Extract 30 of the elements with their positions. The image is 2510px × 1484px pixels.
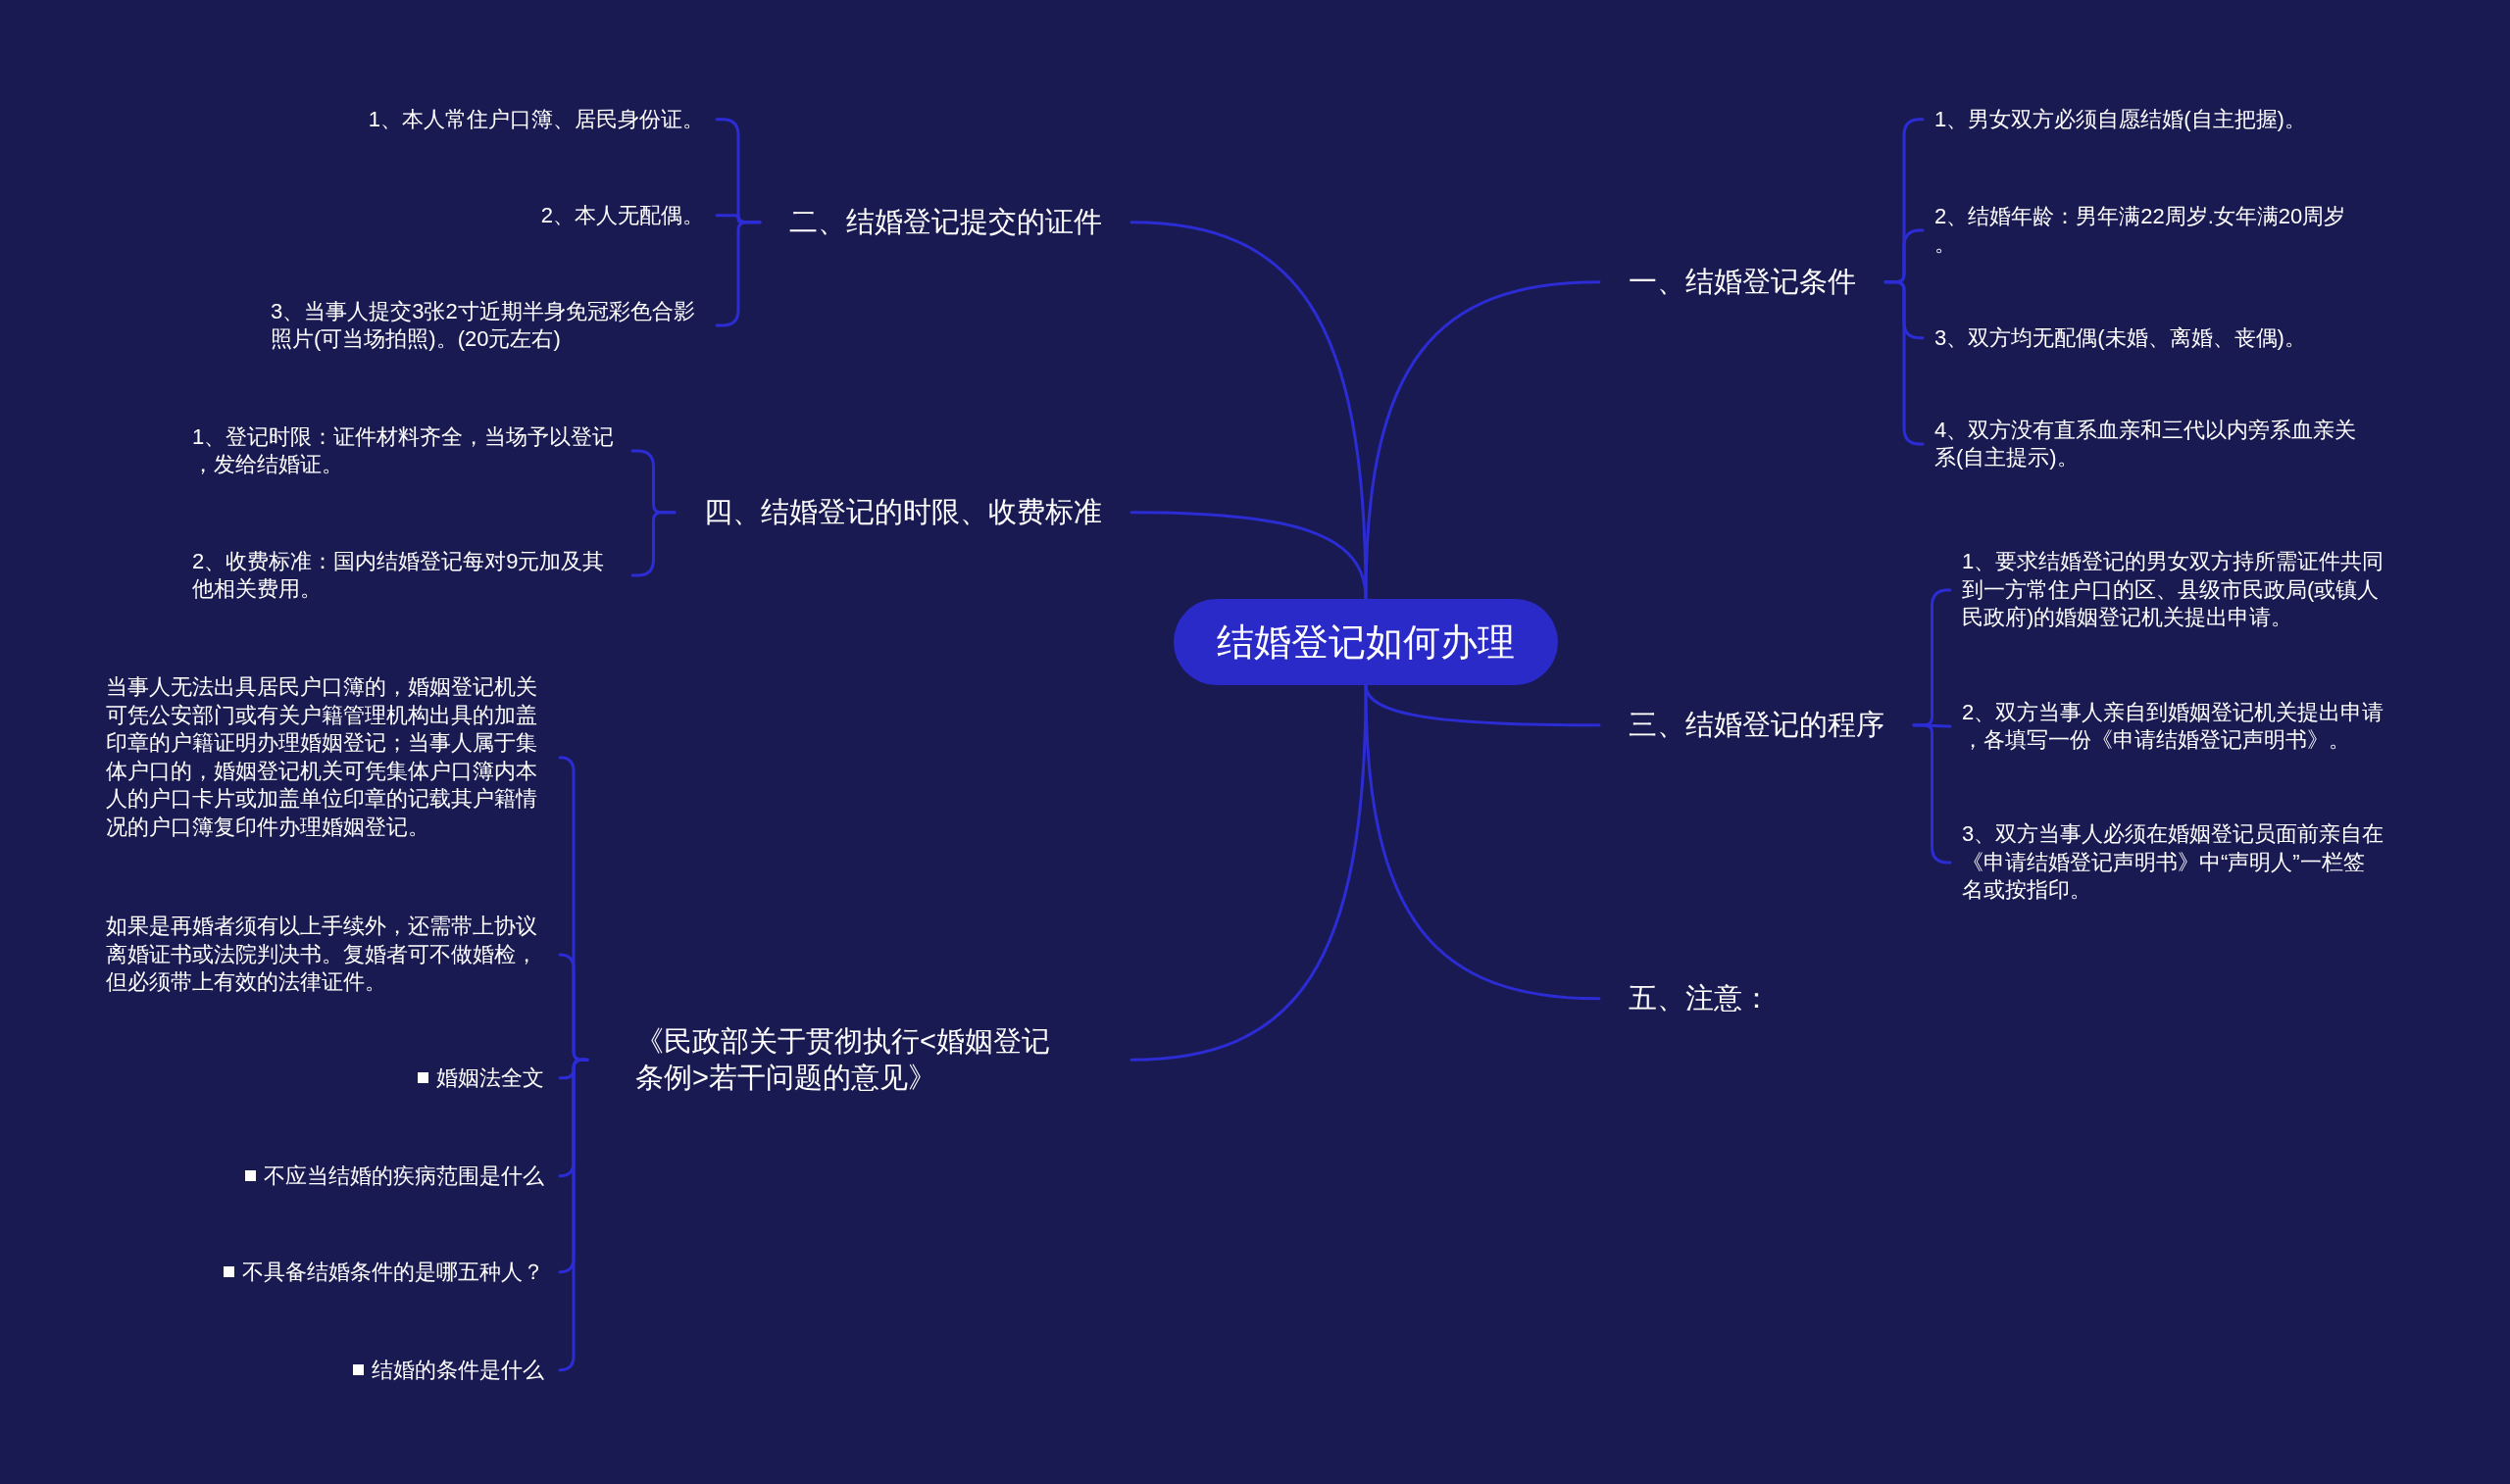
subtopic-text: 婚姻法全文	[436, 1064, 560, 1093]
subtopic-text: 3、当事人提交3张2寸近期半身免冠彩色合影照片(可当场拍照)。(20元左右)	[271, 297, 717, 354]
topic-text: 五、注意：	[1599, 980, 1800, 1017]
topic-text: 四、结婚登记的时限、收费标准	[675, 494, 1131, 531]
subtopic-text: 2、本人无配偶。	[540, 201, 717, 230]
subtopic-text: 如果是再婚者须有以上手续外，还需带上协议离婚证书或法院判决书。复婚者可不做婚检，但必须带上有效的法律证件。	[106, 913, 560, 997]
subtopic-text: 1、登记时限：证件材料齐全，当场予以登记，发给结婚证。	[192, 422, 632, 479]
subtopic-text: 不应当结婚的疾病范围是什么	[264, 1162, 560, 1191]
topic-text: 二、结婚登记提交的证件	[760, 204, 1131, 241]
topic-text: 一、结婚登记条件	[1599, 264, 1885, 301]
topic-text: 三、结婚登记的程序	[1599, 707, 1914, 744]
bracket-line	[558, 1058, 589, 1372]
subtopic-text: 2、双方当事人亲自到婚姻登记机关提出申请，各填写一份《申请结婚登记声明书》。	[1950, 698, 2393, 755]
subtopic-text: 2、结婚年龄：男年满22周岁.女年满20周岁。	[1923, 202, 2362, 259]
subtopic-text: 1、本人常住户口簿、居民身份证。	[368, 105, 717, 134]
subtopic-text: 当事人无法出具居民户口簿的，婚姻登记机关可凭公安部门或有关户籍管理机构出具的加盖印章的户籍证明办理婚姻登记；当事人属于集体户口的，婚姻登记机关可凭集体户口簿内本人的户口卡片或加盖单位印章的记载其户籍情况的户口簿复印件办理婚姻登记。	[106, 673, 560, 842]
subtopic-text: 不具备结婚条件的是哪五种人？	[242, 1258, 560, 1287]
subtopic-text: 结婚的条件是什么	[372, 1356, 560, 1385]
subtopic-text: 1、要求结婚登记的男女双方持所需证件共同到一方常住户口的区、县级市民政局(或镇人民政府)的婚姻登记机关提出申请。	[1950, 548, 2393, 632]
subtopic-text: 4、双方没有直系血亲和三代以内旁系血亲关系(自主提示)。	[1923, 416, 2366, 472]
subtopic-text: 2、收费标准：国内结婚登记每对9元加及其他相关费用。	[192, 547, 632, 604]
connector-line	[1130, 683, 1368, 1062]
subtopic-text: 3、双方当事人必须在婚姻登记员面前亲自在《申请结婚登记声明书》中“声明人”一栏签名或按指印。	[1950, 820, 2385, 905]
subtopic-text: 1、男女双方必须自愿结婚(自主把握)。	[1923, 105, 2306, 134]
subtopic-text: 3、双方均无配偶(未婚、离婚、丧偶)。	[1923, 323, 2306, 353]
connector-line	[1364, 280, 1601, 601]
connector-line	[1130, 511, 1368, 601]
central-topic: 结婚登记如何办理	[1174, 599, 1558, 685]
topic-text: 《民政部关于贯彻执行<婚姻登记条例>若干问题的意见》	[587, 1022, 1131, 1097]
connector-line	[1364, 683, 1601, 1001]
